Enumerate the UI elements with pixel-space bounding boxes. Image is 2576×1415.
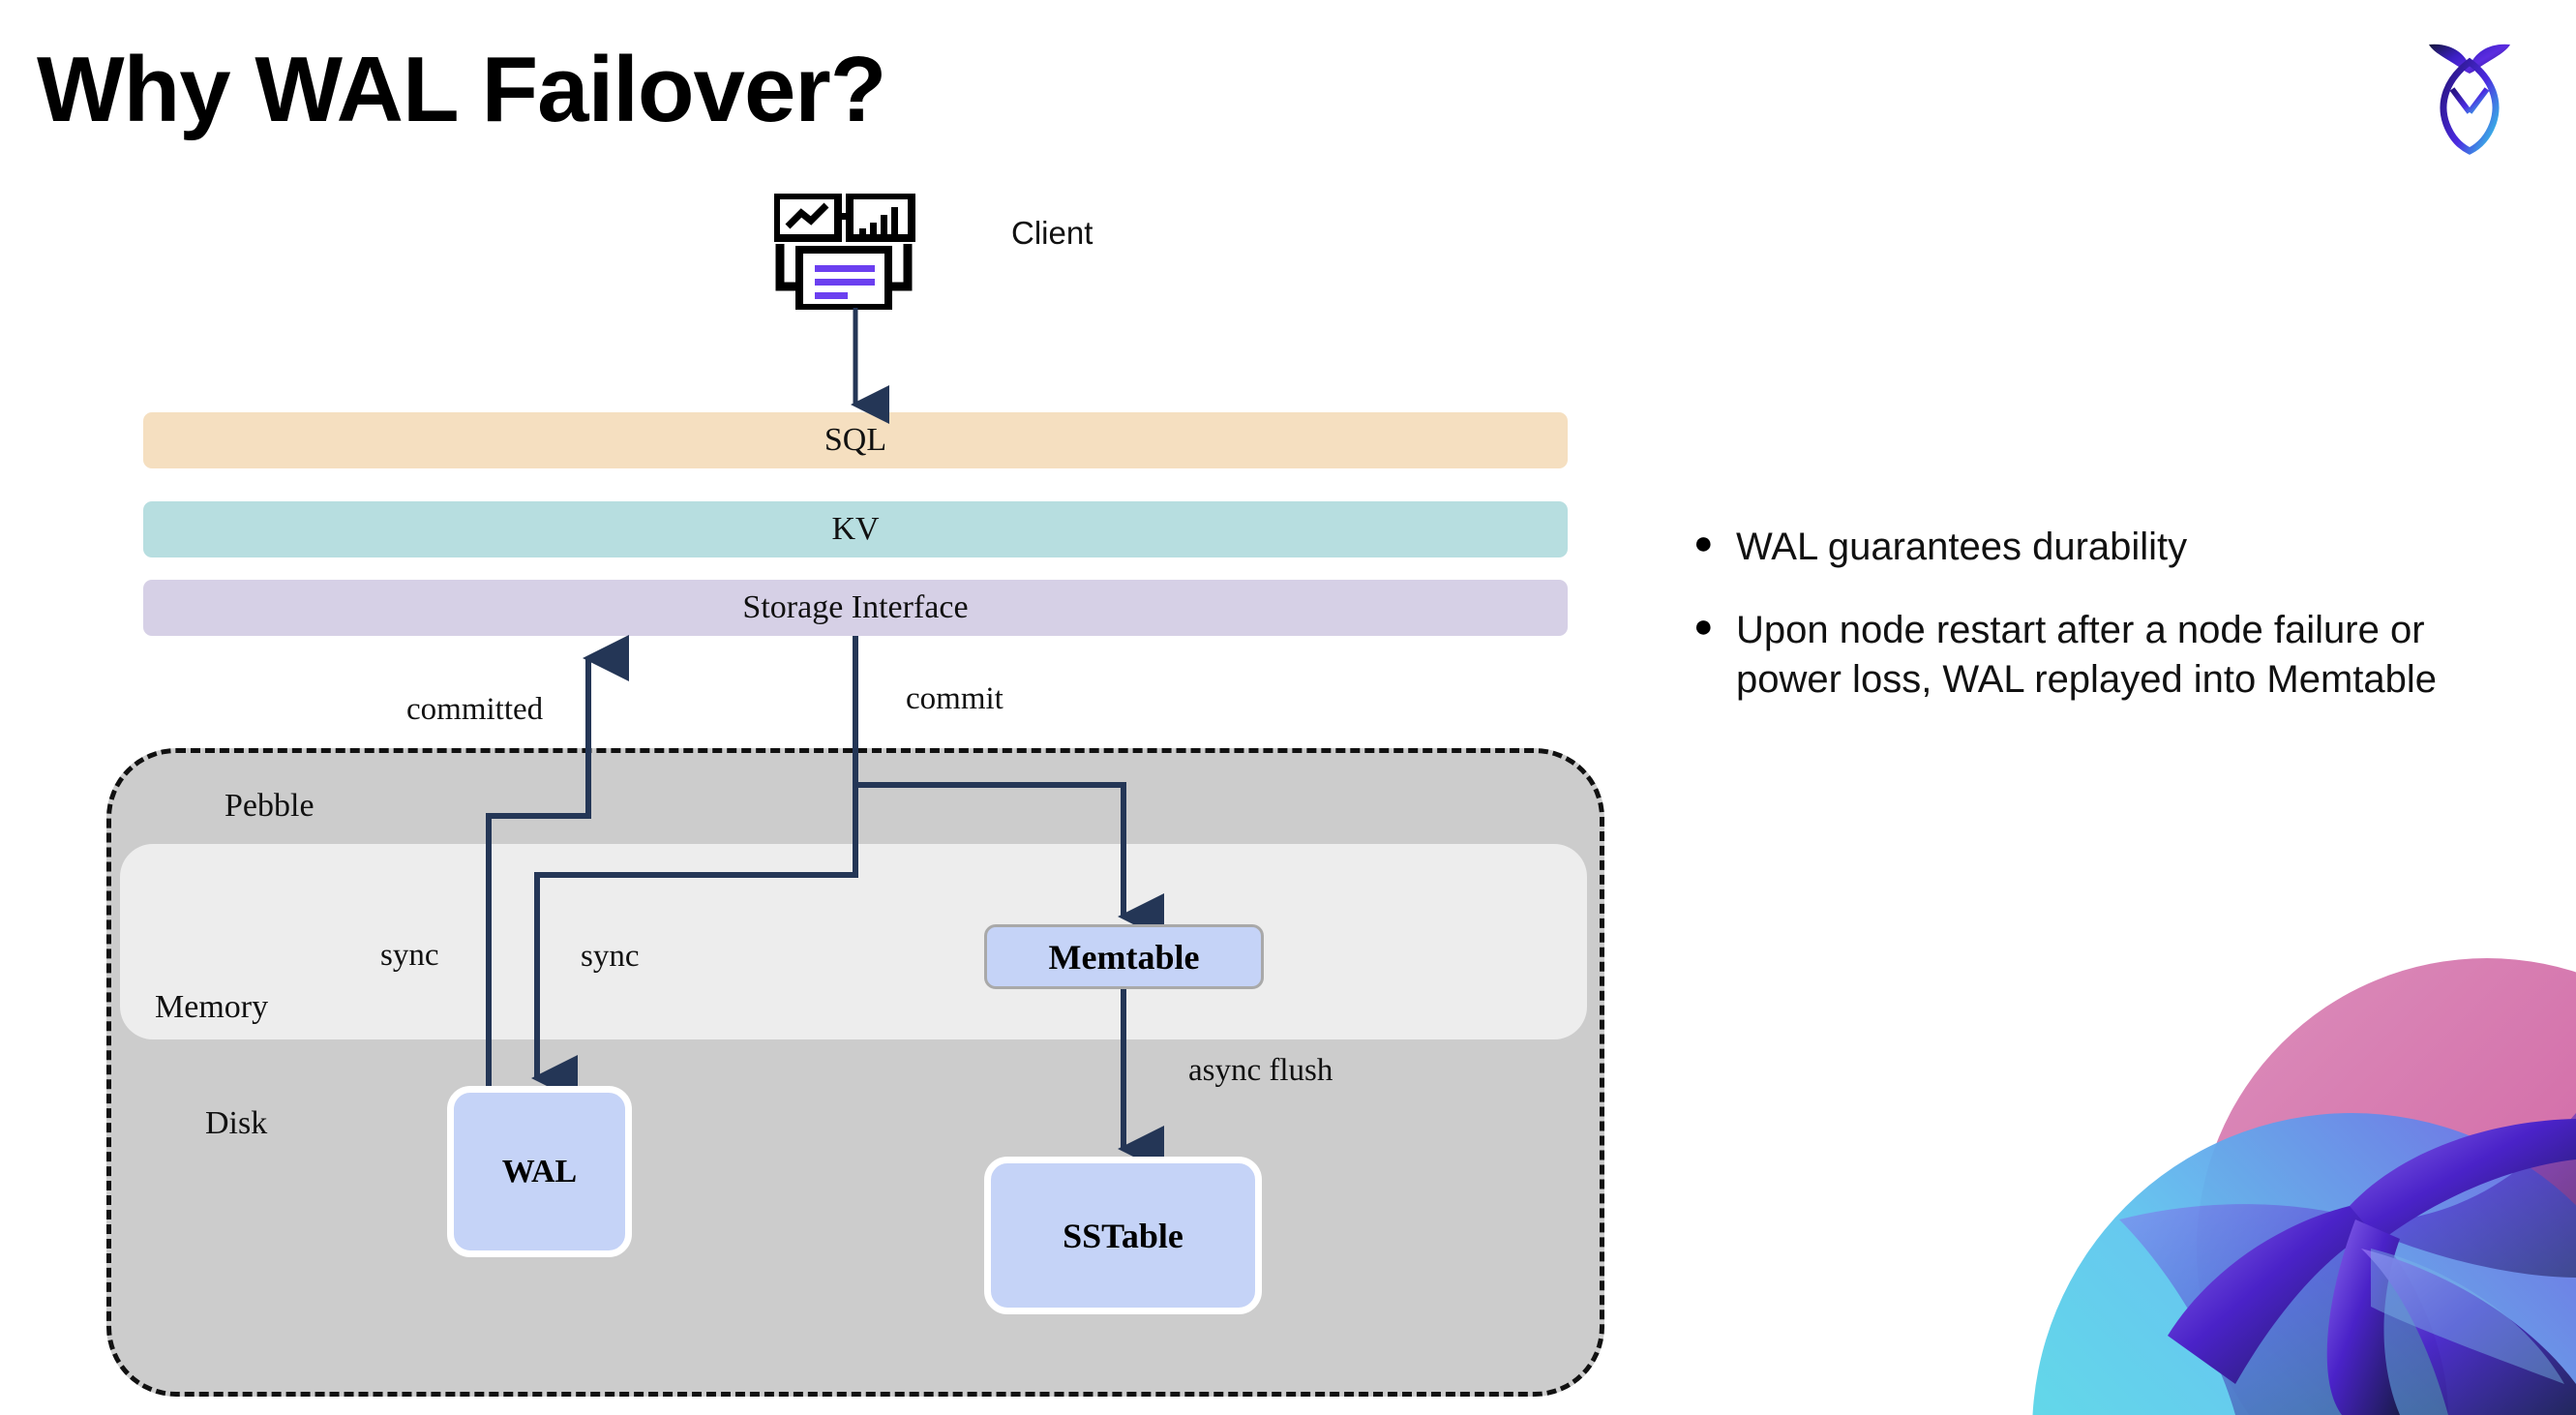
edge-label-commit: commit bbox=[906, 681, 1003, 716]
node-sstable: SSTable bbox=[984, 1157, 1262, 1314]
edge-label-committed: committed bbox=[406, 692, 544, 727]
cockroachdb-logo-watermark bbox=[1945, 929, 2576, 1415]
edge-label-async-flush: async flush bbox=[1188, 1053, 1333, 1088]
bullet-marker-icon: ● bbox=[1693, 525, 1714, 561]
bullet-marker-icon: ● bbox=[1693, 608, 1714, 646]
memory-band bbox=[120, 844, 1587, 1039]
node-wal: WAL bbox=[447, 1086, 632, 1257]
node-memtable-label: Memtable bbox=[1048, 937, 1200, 977]
list-item: ● Upon node restart after a node failure… bbox=[1693, 606, 2497, 704]
edge-label-sync-2: sync bbox=[581, 939, 640, 974]
page-title: Why WAL Failover? bbox=[37, 38, 886, 141]
layer-bar-kv: KV bbox=[143, 501, 1568, 557]
layer-bar-sql: SQL bbox=[143, 412, 1568, 468]
cockroachdb-logo-icon bbox=[2411, 29, 2528, 155]
list-item: ● WAL guarantees durability bbox=[1693, 523, 2497, 571]
disk-label: Disk bbox=[205, 1105, 268, 1141]
layer-bar-kv-label: KV bbox=[831, 511, 880, 547]
node-wal-label: WAL bbox=[501, 1153, 578, 1189]
client-dashboard-icon bbox=[772, 192, 929, 312]
memory-label: Memory bbox=[155, 989, 269, 1025]
node-memtable: Memtable bbox=[984, 924, 1264, 989]
layer-bar-storage-interface: Storage Interface bbox=[143, 580, 1568, 636]
bullet-text: WAL guarantees durability bbox=[1736, 526, 2188, 568]
bullet-list: ● WAL guarantees durability ● Upon node … bbox=[1693, 523, 2497, 738]
layer-bar-storage-interface-label: Storage Interface bbox=[742, 589, 969, 625]
bullet-text: Upon node restart after a node failure o… bbox=[1736, 609, 2438, 701]
node-sstable-label: SSTable bbox=[1063, 1216, 1183, 1255]
pebble-label: Pebble bbox=[225, 788, 315, 824]
edge-label-sync-1: sync bbox=[380, 938, 439, 973]
client-label: Client bbox=[1011, 215, 1093, 251]
layer-bar-sql-label: SQL bbox=[824, 422, 887, 458]
